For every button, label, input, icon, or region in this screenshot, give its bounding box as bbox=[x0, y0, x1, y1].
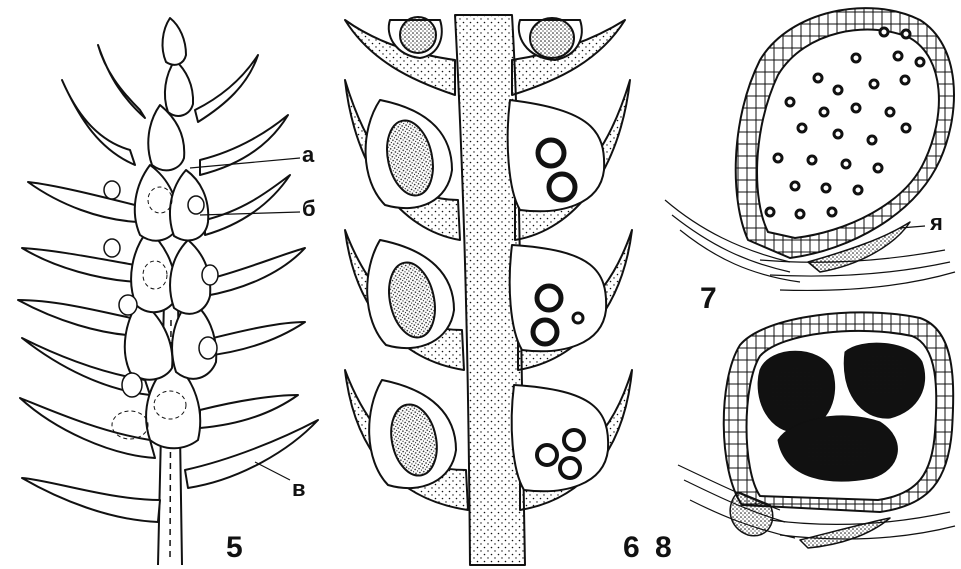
figure-number-5: 5 bbox=[226, 533, 243, 563]
label-fig7-part-ya: я bbox=[930, 212, 943, 234]
figure-8-megasporangium-drawing bbox=[678, 312, 955, 548]
figure-6-section-drawing bbox=[345, 15, 632, 565]
label-fig5-part-a: а bbox=[302, 144, 314, 166]
figure-7-microsporangium-drawing bbox=[665, 8, 955, 290]
label-fig5-part-v: в bbox=[292, 478, 306, 500]
figure-number-8: 8 bbox=[655, 533, 672, 563]
figure-number-6: 6 bbox=[623, 533, 640, 563]
label-fig5-part-b: б bbox=[302, 198, 316, 220]
figure-number-7: 7 bbox=[700, 284, 717, 314]
figure-5-strobilus-drawing bbox=[18, 18, 318, 565]
